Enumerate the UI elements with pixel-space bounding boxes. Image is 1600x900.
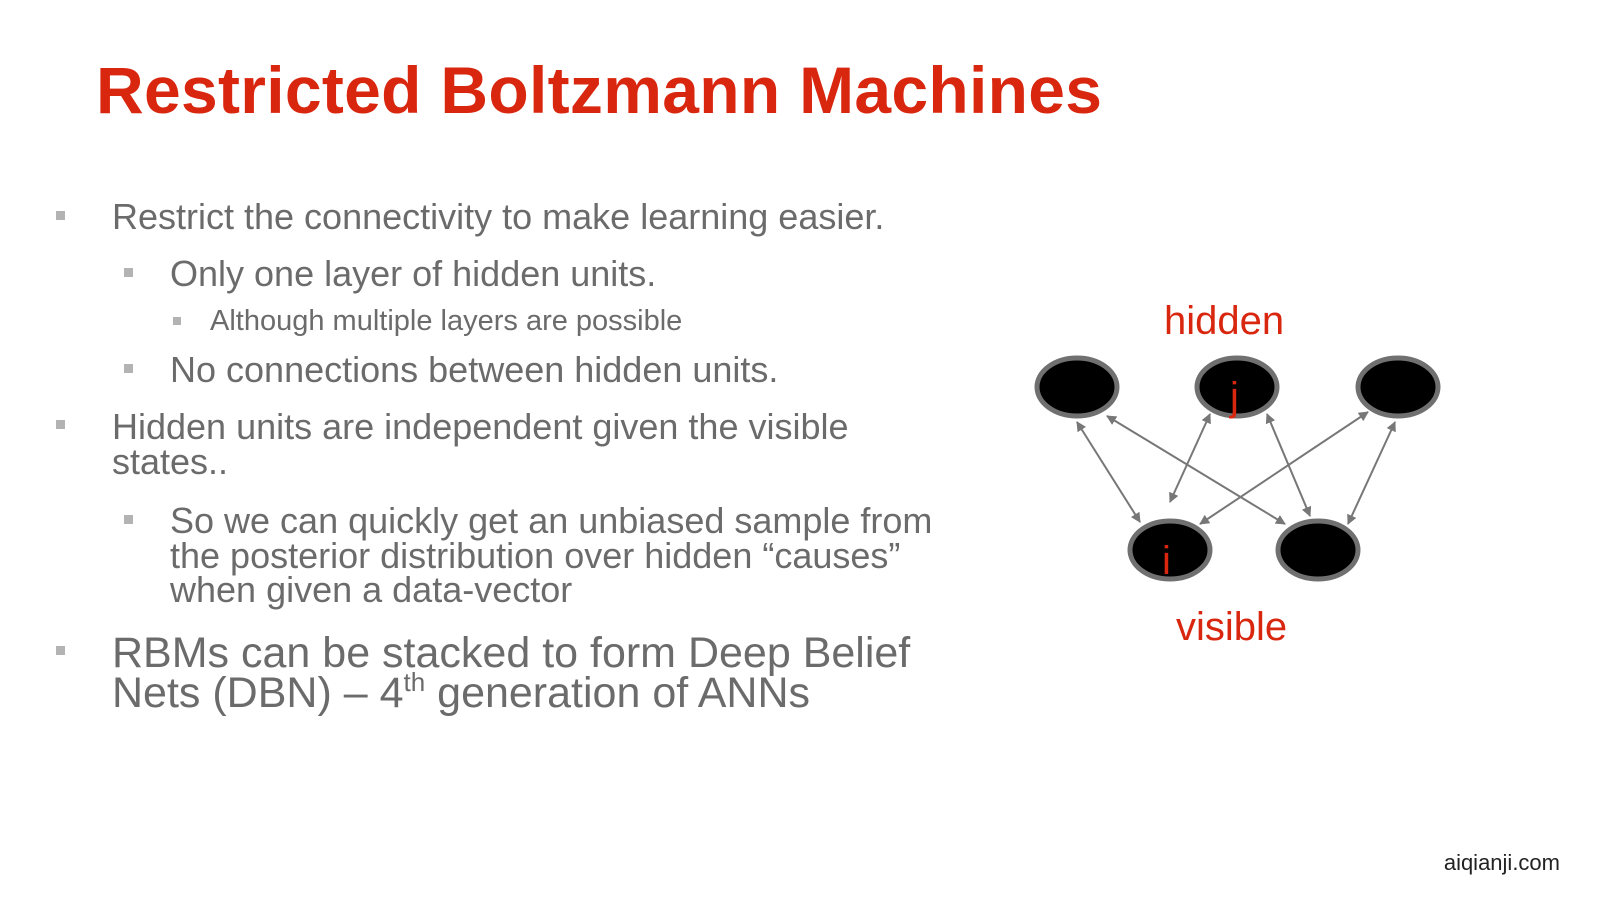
visible-unit-i-label: i <box>1162 539 1171 583</box>
edge-h3-v2 <box>1347 421 1396 525</box>
bullet-text-line1: RBMs can be stacked to form Deep Belief <box>112 629 911 677</box>
bullet-text-line3: when given a data-vector <box>170 569 573 610</box>
visible-units <box>1127 518 1361 582</box>
bullet-text: Only one layer of hidden units. <box>170 253 657 294</box>
bullet-text: Although multiple layers are possible <box>210 305 683 337</box>
bullet-marker <box>173 317 181 325</box>
edge-h1-v2 <box>1106 415 1286 525</box>
hidden-unit-3 <box>1355 355 1441 419</box>
edge-h1-v1 <box>1076 421 1141 523</box>
hidden-unit-j-label: j <box>1229 375 1239 419</box>
rbm-edges <box>1076 411 1396 525</box>
bullet-marker <box>124 364 133 373</box>
visible-layer-label: visible <box>1176 605 1287 649</box>
visible-unit-2 <box>1275 518 1361 582</box>
bullet-text-line2: Nets (DBN) – 4th generation of ANNs <box>112 669 811 717</box>
hidden-units <box>1034 355 1441 419</box>
hidden-unit-j <box>1194 355 1280 419</box>
bullet-marker <box>124 515 133 524</box>
visible-unit-i <box>1127 518 1213 582</box>
bullet-text: Restrict the connectivity to make learni… <box>112 196 885 237</box>
bullet-text-line1: So we can quickly get an unbiased sample… <box>170 500 933 541</box>
hidden-layer-label: hidden <box>1164 299 1284 343</box>
bullet-text: No connections between hidden units. <box>170 349 779 390</box>
hidden-unit-1 <box>1034 355 1120 419</box>
bullet-marker <box>124 268 133 277</box>
watermark: aiqianji.com <box>1443 850 1560 875</box>
bullet-marker <box>56 646 65 655</box>
bullet-text-line2-pre: Nets (DBN) – 4 <box>112 669 404 717</box>
bullet-text-line2: the posterior distribution over hidden “… <box>170 535 901 576</box>
bullet-text-line2: states.. <box>112 441 229 482</box>
bullet-text-line1: Hidden units are independent given the v… <box>112 406 849 447</box>
slide-title: Restricted Boltzmann Machines <box>96 53 1103 127</box>
bullet-text-line2-post: generation of ANNs <box>425 669 811 717</box>
bullet-marker <box>56 211 65 220</box>
ordinal-superscript: th <box>403 667 426 697</box>
bullet-marker <box>56 420 65 429</box>
rbm-diagram: hidden j i visible <box>1034 299 1441 649</box>
edge-h3-v1 <box>1199 411 1369 525</box>
